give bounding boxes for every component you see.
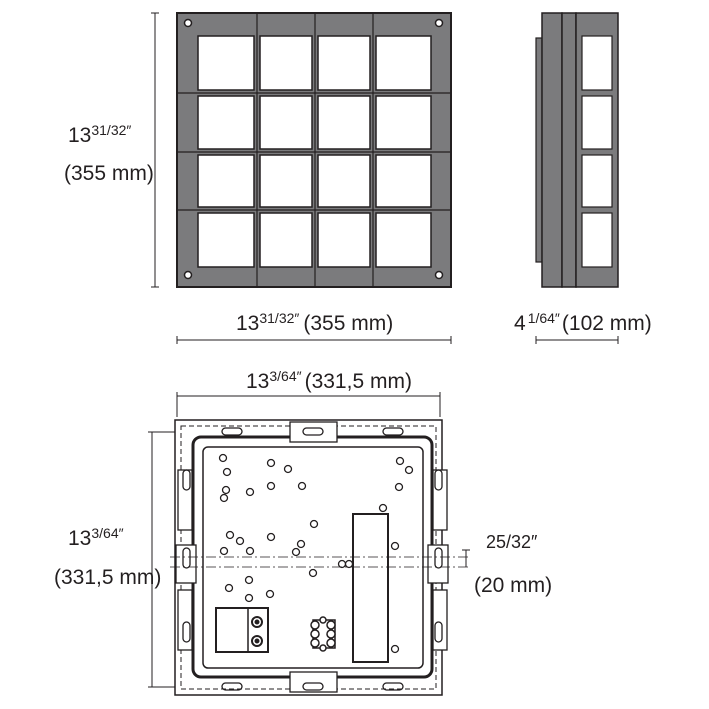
back-height-metric: (331,5 mm) [54, 566, 161, 589]
back-gasket-inner [202, 446, 424, 669]
driver-module [352, 513, 389, 663]
mounting-slots [182, 427, 443, 691]
back-view: 133/64″(331,5 mm) 133/64″ (331,5 mm) [54, 368, 552, 696]
back-height-label: 133/64″ [68, 525, 124, 550]
offset-label: 25/32″ [486, 532, 538, 552]
front-view: 1331/32″ (355 mm) 1331/32″(355 mm) [64, 12, 452, 344]
frame-bars [177, 13, 451, 287]
front-height-label: 1331/32″ [68, 122, 131, 147]
front-height-metric: (355 mm) [64, 162, 154, 185]
front-width-label: 1331/32″(355 mm) [236, 310, 393, 335]
terminal-block [215, 607, 269, 653]
grille-openings [197, 35, 432, 268]
mounting-screw-icon [183, 18, 444, 280]
back-width-label: 133/64″(331,5 mm) [246, 368, 412, 393]
side-body [541, 12, 563, 288]
housing-tabs [175, 421, 449, 693]
side-grille-openings [581, 35, 613, 268]
side-flange [561, 12, 577, 288]
screw-hole-icon [218, 453, 414, 654]
side-back-plate [535, 37, 543, 263]
offset-metric: (20 mm) [474, 574, 552, 597]
connector [310, 616, 336, 652]
